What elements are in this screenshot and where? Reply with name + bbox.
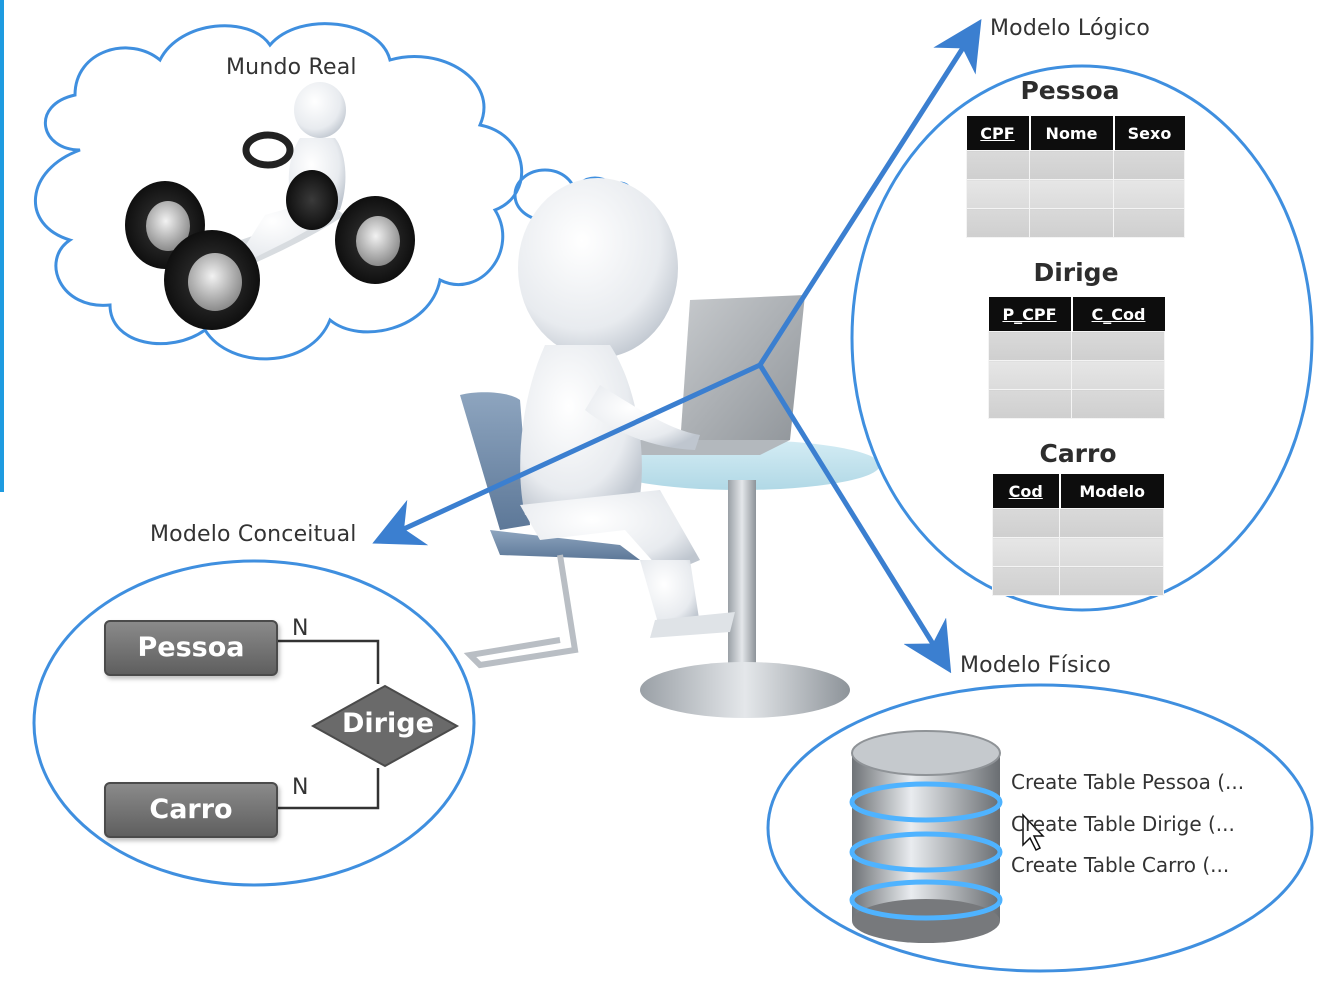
table-title-carro: Carro (1039, 439, 1117, 468)
column-header: Modelo (1058, 474, 1164, 509)
column-header: Sexo (1112, 116, 1185, 151)
mouse-cursor-icon (1022, 813, 1045, 852)
3d-figure-driving-car-icon (125, 82, 415, 330)
table-row (991, 537, 1164, 567)
relationship-dirige-label: Dirige (342, 708, 434, 739)
left-edge-accent (0, 0, 4, 492)
column-header: C_Cod (1070, 297, 1165, 332)
cardinality-carro: N (292, 775, 309, 800)
cardinality-pessoa: N (292, 616, 309, 641)
logical-table-dirige: P_CPF C_Cod (988, 297, 1165, 419)
er-connectors (276, 639, 380, 810)
modelo-conceitual-label: Modelo Conceitual (150, 522, 357, 547)
logical-model-ellipse (850, 64, 1314, 612)
sql-statement: Create Table Dirige (... (1011, 812, 1235, 836)
modelo-logico-label: Modelo Lógico (990, 16, 1151, 41)
table-title-pessoa: Pessoa (1020, 76, 1120, 105)
table-row (988, 389, 1165, 419)
conceptual-model-ellipse (32, 559, 476, 887)
table-row (991, 566, 1164, 596)
physical-model-ellipse (766, 683, 1314, 973)
table-row (988, 360, 1165, 390)
column-header: P_CPF (988, 297, 1072, 332)
sql-statement: Create Table Carro (... (1011, 853, 1230, 877)
relationship-diamond (310, 684, 460, 768)
entity-carro: Carro (104, 782, 278, 838)
mundo-real-label: Mundo Real (226, 55, 357, 80)
arrow-to-physical-model (757, 363, 952, 674)
table-row (966, 179, 1185, 209)
table-row (991, 508, 1164, 538)
arrow-to-logical-model (757, 18, 982, 367)
column-header: Cod (992, 474, 1060, 509)
model-arrows (372, 18, 982, 674)
logical-table-carro: Cod Modelo (991, 474, 1164, 596)
entity-pessoa: Pessoa (104, 620, 278, 676)
3d-figure-at-laptop-icon (460, 178, 880, 718)
table-row (988, 331, 1165, 361)
sql-statement: Create Table Pessoa (... (1011, 770, 1245, 794)
logical-table-pessoa: CPF Nome Sexo (966, 116, 1185, 238)
column-header: Nome (1028, 116, 1114, 151)
modelo-fisico-label: Modelo Físico (960, 653, 1112, 678)
table-row (966, 150, 1185, 180)
table-title-dirige: Dirige (1033, 258, 1119, 287)
arrow-to-conceptual-model (372, 362, 762, 546)
column-header: CPF (966, 116, 1030, 151)
database-cylinder-icon (849, 730, 1003, 943)
table-row (966, 208, 1185, 238)
